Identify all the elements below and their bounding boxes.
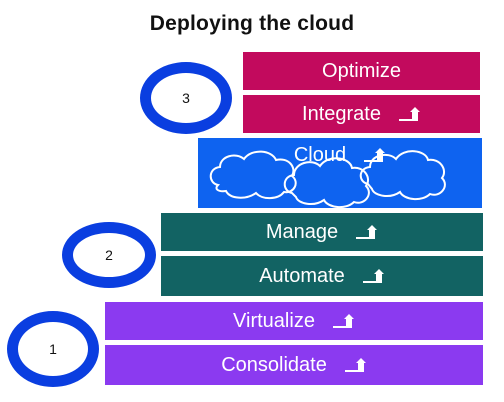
- step-virtualize: Virtualize: [105, 302, 483, 340]
- stage-badge-3: 3: [140, 62, 232, 134]
- step-automate: Automate: [161, 256, 483, 296]
- diagram-title: Deploying the cloud: [149, 12, 355, 35]
- stage-badge-1-number: 1: [49, 341, 57, 357]
- turn-up-right-arrow-icon: [356, 225, 378, 239]
- step-integrate: Integrate: [243, 95, 480, 133]
- stage-badge-3-number: 3: [182, 90, 190, 106]
- step-consolidate: Consolidate: [105, 345, 483, 385]
- step-virtualize-label: Virtualize: [233, 309, 315, 332]
- step-consolidate-label: Consolidate: [221, 353, 327, 376]
- turn-up-right-arrow-icon: [344, 358, 366, 372]
- step-optimize: Optimize: [243, 52, 480, 90]
- step-optimize-label: Optimize: [322, 59, 401, 82]
- turn-up-right-arrow-icon: [398, 107, 420, 121]
- step-manage: Manage: [161, 213, 483, 251]
- stage-badge-1: 1: [7, 311, 99, 387]
- stage-badge-2-number: 2: [105, 247, 113, 263]
- step-cloud-label: Cloud: [293, 144, 347, 166]
- step-integrate-label: Integrate: [302, 102, 381, 125]
- turn-up-right-arrow-icon: [332, 314, 354, 328]
- step-automate-label: Automate: [259, 264, 345, 287]
- turn-up-right-arrow-icon: [364, 148, 386, 162]
- step-manage-label: Manage: [265, 220, 339, 243]
- turn-up-right-arrow-icon: [362, 269, 384, 283]
- stage-badge-2: 2: [62, 222, 156, 288]
